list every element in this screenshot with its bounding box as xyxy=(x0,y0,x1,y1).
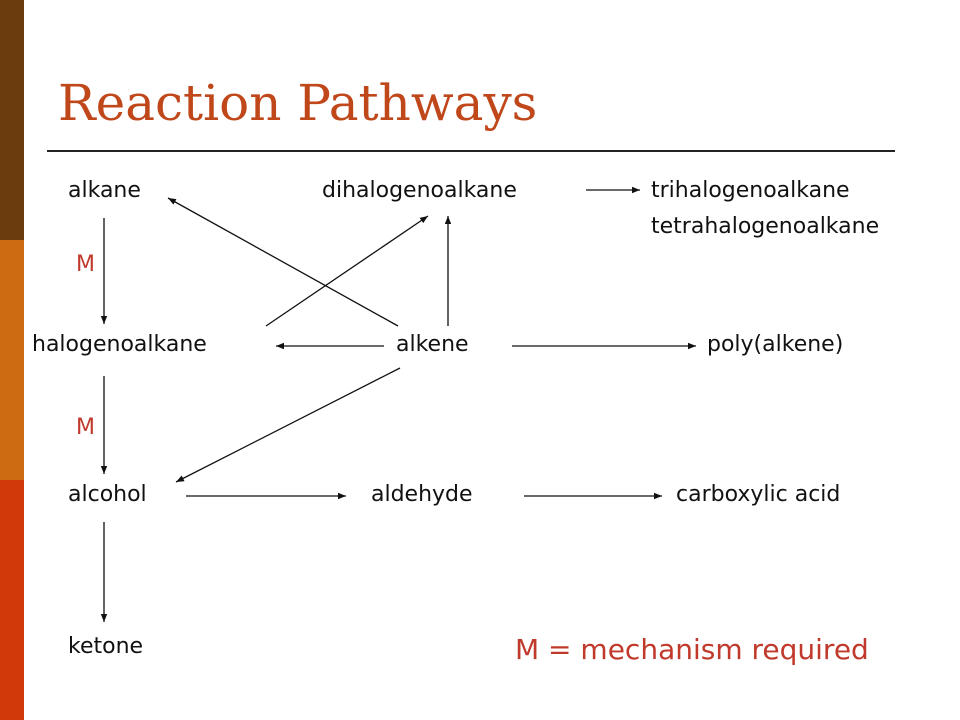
stripe-bottom xyxy=(0,480,24,720)
node-alkane: alkane xyxy=(68,178,141,203)
mechanism-legend: M = mechanism required xyxy=(515,633,869,666)
mechanism-mark: M xyxy=(76,415,95,440)
node-trihalogenoalkane: trihalogenoalkane xyxy=(651,178,850,203)
slide-title: Reaction Pathways xyxy=(58,74,538,132)
node-alcohol: alcohol xyxy=(68,482,147,507)
title-underline xyxy=(47,150,895,152)
mechanism-mark: M xyxy=(76,252,95,277)
stripe-top xyxy=(0,0,24,240)
node-polyalkene: poly(alkene) xyxy=(707,332,844,357)
arrow-alkene-alkane xyxy=(167,197,399,327)
node-tetrahalogenoalkane: tetrahalogenoalkane xyxy=(651,214,880,239)
arrow-alkene-alcohol xyxy=(175,367,401,483)
node-halogenoalkane: halogenoalkane xyxy=(32,332,207,357)
node-dihalogenoalkane: dihalogenoalkane xyxy=(322,178,517,203)
node-carboxylic-acid: carboxylic acid xyxy=(676,482,841,507)
stripe-middle xyxy=(0,240,24,480)
node-aldehyde: aldehyde xyxy=(371,482,473,507)
arrow-halogenoalkane-dihalogenoalkane xyxy=(265,215,429,327)
node-ketone: ketone xyxy=(68,634,144,659)
node-alkene: alkene xyxy=(396,332,469,357)
